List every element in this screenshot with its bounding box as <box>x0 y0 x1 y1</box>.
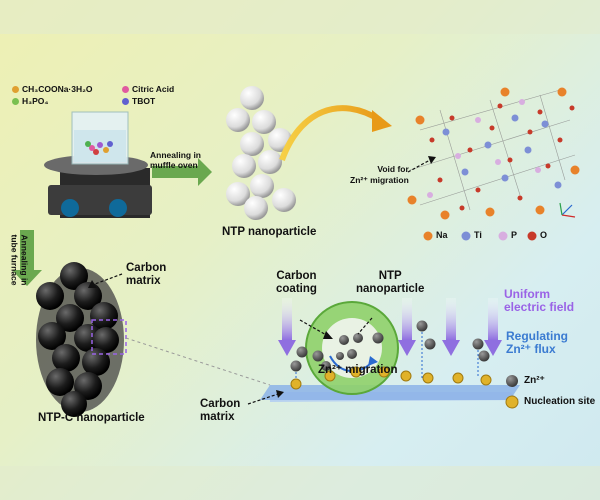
reagent-dot <box>122 97 129 105</box>
zoom-box <box>91 319 127 355</box>
legend-nucleation-dot <box>505 395 519 409</box>
arrow-to-crystal <box>279 105 382 162</box>
reagent-label: TBOT <box>132 96 156 106</box>
legend-o-label: O <box>540 230 548 240</box>
legend-o-dot <box>527 231 537 241</box>
reagent-label: Citric Acid <box>132 84 175 94</box>
reagent-label: H₃PO₄ <box>22 96 49 106</box>
carbon-coating-label: Carbon coating <box>276 270 317 295</box>
hotplate-beaker-illustration <box>44 111 152 218</box>
electric-field-arrows <box>278 298 502 356</box>
legend-p-label: P <box>511 230 518 240</box>
legend-ti-label: Ti <box>474 230 482 240</box>
ntpc-nanoparticle-cluster <box>36 262 127 417</box>
zn-migration-label: Zn²⁺ migration <box>318 364 398 376</box>
knob-right <box>109 199 127 217</box>
zn-ions <box>290 320 490 372</box>
step-tube-label: Annealing in tube furnace <box>9 234 30 286</box>
reagent-dot <box>122 85 129 93</box>
ntp-nanoparticle-cluster <box>226 86 296 220</box>
arrow-tube <box>12 230 42 286</box>
regulating-flux-label: Regulating Zn²⁺ flux <box>506 329 568 356</box>
step-muffle-label: Annealing in muffle oven <box>150 150 201 170</box>
substrate <box>260 385 520 400</box>
ntpc-nanoparticle-label: NTP-C nanoparticle <box>38 412 145 424</box>
legend-p-dot <box>498 231 508 241</box>
uniform-field-label: Uniform electric field <box>504 287 575 314</box>
carbon-matrix-label: Carbon matrix <box>126 262 167 287</box>
knob-left <box>61 199 79 217</box>
legend-na-dot <box>423 231 433 241</box>
reagent-sodium-acetate: CH₃COONa·3H₂O <box>12 84 93 94</box>
ntp-core <box>322 318 382 378</box>
reagent-tbot: TBOT <box>122 96 155 106</box>
arrow-muffle <box>152 158 212 186</box>
legend-nucleation-label: Nucleation site <box>524 396 596 407</box>
crystal-structure <box>407 87 580 220</box>
reagent-label: CH₃COONa·3H₂O <box>22 84 93 94</box>
reagent-citric-acid: Citric Acid <box>122 84 174 94</box>
void-label: Void for Zn²⁺ migration <box>350 164 409 185</box>
ntp-nanoparticle-label-2: NTP nanoparticle <box>356 270 425 295</box>
bottom-band <box>0 466 600 500</box>
reagent-phosphoric-acid: H₃PO₄ <box>12 96 48 106</box>
top-band <box>0 0 600 34</box>
reagent-dot <box>12 97 19 105</box>
legend-zn-dot <box>506 375 518 387</box>
legend-ti-dot <box>461 231 471 241</box>
carbon-matrix-label-2: Carbon matrix <box>200 398 241 423</box>
reagent-dot <box>12 85 19 93</box>
legend-zn-label: Zn²⁺ <box>524 375 545 386</box>
nucleation-sites <box>290 366 492 390</box>
ntp-nanoparticle-label: NTP nanoparticle <box>222 226 317 238</box>
legend-na-label: Na <box>436 230 448 240</box>
